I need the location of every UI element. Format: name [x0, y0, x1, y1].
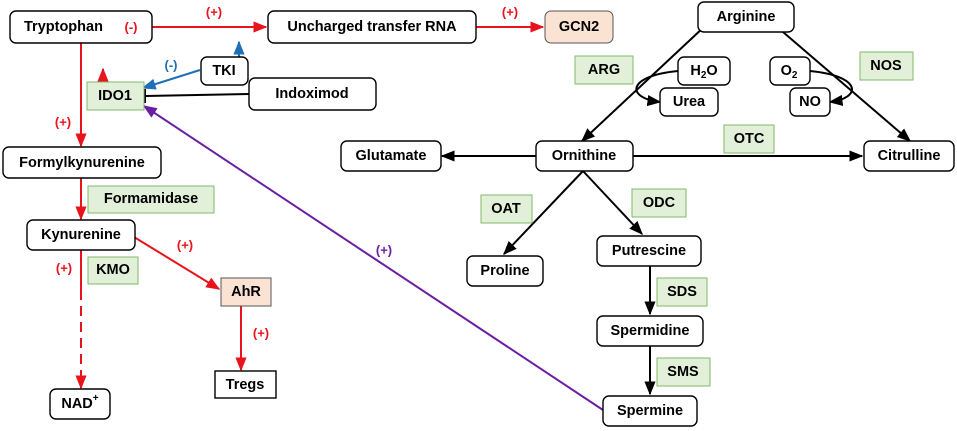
ornithine-label: Ornithine — [552, 148, 616, 164]
kynurenine-label: Kynurenine — [41, 227, 121, 243]
odc-label: ODC — [643, 195, 676, 211]
sign-tryptophan-to-trna: (+) — [206, 5, 222, 20]
formylkynurenine-label: Formylkynurenine — [19, 155, 145, 171]
node-glutamate: Glutamate — [340, 140, 442, 172]
proline-label: Proline — [480, 263, 529, 279]
node-putrescine: Putrescine — [596, 235, 702, 267]
node-tryptophan: Tryptophan — [9, 10, 153, 44]
spermidine-label: Spermidine — [611, 323, 690, 339]
node-arg: ARG — [574, 55, 634, 85]
node-ido1: IDO1 — [86, 81, 145, 111]
kmo-label: KMO — [96, 262, 130, 278]
node-odc: ODC — [631, 188, 687, 218]
edge-ornithine-to-proline — [503, 170, 584, 256]
node-spermidine: Spermidine — [596, 315, 704, 347]
h2o-label: H2O — [690, 63, 717, 81]
sign-tki-to-ido1: (-) — [165, 58, 178, 73]
node-urea: Urea — [659, 87, 719, 117]
node-ornithine: Ornithine — [535, 140, 634, 172]
node-tregs: Tregs — [214, 370, 277, 399]
node-nos: NOS — [859, 51, 914, 81]
node-kynurenine: Kynurenine — [26, 219, 136, 251]
indoximod-label: Indoximod — [275, 86, 348, 102]
sign-trna-to-gcn2: (+) — [502, 5, 518, 20]
oat-label: OAT — [491, 201, 521, 217]
spermine-label: Spermine — [617, 403, 683, 419]
node-nad: NAD+ — [49, 388, 111, 420]
sign-spermine-to-ido1: (+) — [376, 243, 392, 258]
tryptophan-inhibition-sign: (-) — [125, 20, 138, 35]
node-tki: TKI — [200, 56, 249, 86]
node-indoximod: Indoximod — [248, 77, 377, 111]
edge-o2-to-no-curve — [809, 70, 853, 106]
uncharged-trna-label: Uncharged transfer RNA — [287, 19, 457, 35]
sign-ahr-to-tregs: (+) — [253, 326, 269, 341]
tregs-label: Tregs — [226, 377, 265, 393]
ahr-label: AhR — [231, 284, 261, 300]
tki-label: TKI — [212, 63, 235, 79]
citrulline-label: Citrulline — [878, 148, 941, 164]
edge-spermine-to-ido1 — [142, 105, 604, 411]
sds-label: SDS — [667, 284, 697, 300]
o2-label: O2 — [781, 63, 798, 81]
nos-label: NOS — [870, 58, 902, 74]
arg-label: ARG — [588, 62, 620, 78]
node-proline: Proline — [466, 255, 544, 287]
node-spermine: Spermine — [602, 395, 698, 427]
glutamate-label: Glutamate — [356, 148, 427, 164]
nad-label: NAD+ — [61, 393, 98, 413]
node-sms: SMS — [656, 357, 711, 387]
sign-tryptophan-to-formyl: (+) — [55, 115, 71, 130]
no-label: NO — [799, 94, 821, 110]
edge-indoximod-inhibits-ido1 — [144, 93, 250, 97]
arginine-label: Arginine — [717, 9, 776, 25]
node-gcn2: GCN2 — [544, 10, 614, 44]
node-no: NO — [789, 87, 831, 117]
node-uncharged-trna: Uncharged transfer RNA — [267, 10, 477, 44]
node-sds: SDS — [656, 277, 708, 307]
node-citrulline: Citrulline — [863, 140, 955, 172]
node-kmo: KMO — [87, 256, 139, 285]
urea-label: Urea — [673, 94, 706, 110]
sign-kynurenine-to-ahr: (+) — [177, 238, 193, 253]
edge-arginine-to-ornithine — [580, 25, 706, 142]
edge-h2o-to-urea-curve — [635, 70, 679, 107]
node-oat: OAT — [480, 194, 533, 224]
edge-tki-to-ido1 — [141, 69, 201, 90]
edge-arginine-to-citrulline — [775, 25, 912, 142]
tryptophan-label: Tryptophan — [24, 19, 103, 35]
putrescine-label: Putrescine — [612, 243, 686, 259]
otc-label: OTC — [734, 131, 765, 147]
sign-kynurenine-to-nad: (+) — [56, 261, 72, 276]
formamidase-label: Formamidase — [104, 191, 198, 207]
edge-ornithine-to-putrescine — [582, 170, 643, 236]
node-arginine: Arginine — [697, 1, 795, 33]
node-h2o: H2O — [677, 56, 731, 86]
sms-label: SMS — [667, 364, 699, 380]
node-otc: OTC — [723, 124, 775, 154]
node-formamidase: Formamidase — [87, 185, 215, 214]
node-o2: O2 — [769, 56, 811, 86]
node-ahr: AhR — [220, 277, 272, 307]
node-formylkynurenine: Formylkynurenine — [2, 146, 162, 179]
edge-kynurenine-to-ahr — [133, 236, 221, 290]
ido1-label: IDO1 — [98, 88, 132, 104]
gcn2-label: GCN2 — [559, 19, 599, 35]
